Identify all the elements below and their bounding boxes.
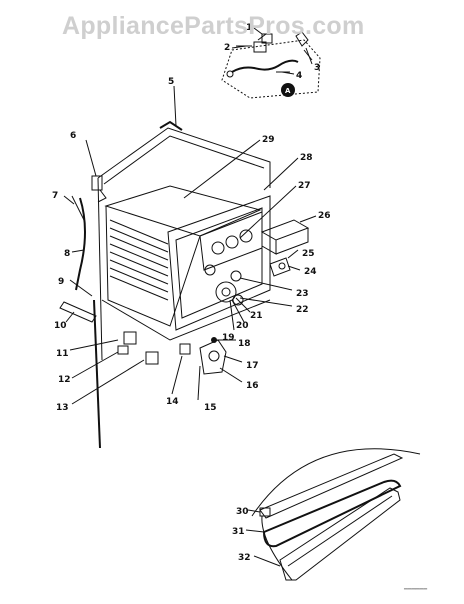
callout-labels: 1 2 3 4 A 5 6 7 8 9 10 11 12 13 14 15 16…: [52, 23, 331, 563]
callout-3: 3: [314, 63, 320, 73]
loose-parts: [59, 175, 310, 449]
footer-code: ▁▁▁▁▁▁: [404, 584, 428, 590]
callout-2: 2: [224, 43, 230, 53]
callout-28: 28: [300, 153, 313, 163]
callout-a: A: [285, 87, 291, 95]
callout-12: 12: [58, 375, 71, 385]
site-watermark: AppliancePartsPros.com: [62, 12, 365, 40]
side-ribs: [109, 219, 169, 301]
callout-31: 31: [232, 527, 245, 537]
inset-a-group: [221, 31, 321, 99]
callout-29: 29: [262, 135, 275, 145]
callout-25: 25: [302, 249, 315, 259]
callout-26: 26: [318, 211, 331, 221]
callout-16: 16: [246, 381, 259, 391]
callout-32: 32: [238, 553, 251, 563]
handle-assembly: [251, 448, 421, 581]
leader-lines: [63, 27, 317, 567]
callout-15: 15: [204, 403, 217, 413]
callout-7: 7: [52, 191, 58, 201]
callout-13: 13: [56, 403, 69, 413]
callout-21: 21: [250, 311, 263, 321]
oven-cabinet: [97, 120, 271, 361]
callout-27: 27: [298, 181, 311, 191]
callout-4: 4: [296, 71, 302, 81]
callout-23: 23: [296, 289, 309, 299]
callout-18: 18: [238, 339, 251, 349]
callout-22: 22: [296, 305, 309, 315]
callout-14: 14: [166, 397, 179, 407]
callout-19: 19: [222, 333, 235, 343]
callout-30: 30: [236, 507, 249, 517]
callout-9: 9: [58, 277, 64, 287]
callout-8: 8: [64, 249, 70, 259]
callout-1: 1: [246, 23, 252, 33]
callout-10: 10: [54, 321, 67, 331]
callout-24: 24: [304, 267, 317, 277]
callout-20: 20: [236, 321, 249, 331]
callout-5: 5: [168, 77, 174, 87]
callout-6: 6: [70, 131, 76, 141]
callout-11: 11: [56, 349, 69, 359]
callout-17: 17: [246, 361, 259, 371]
